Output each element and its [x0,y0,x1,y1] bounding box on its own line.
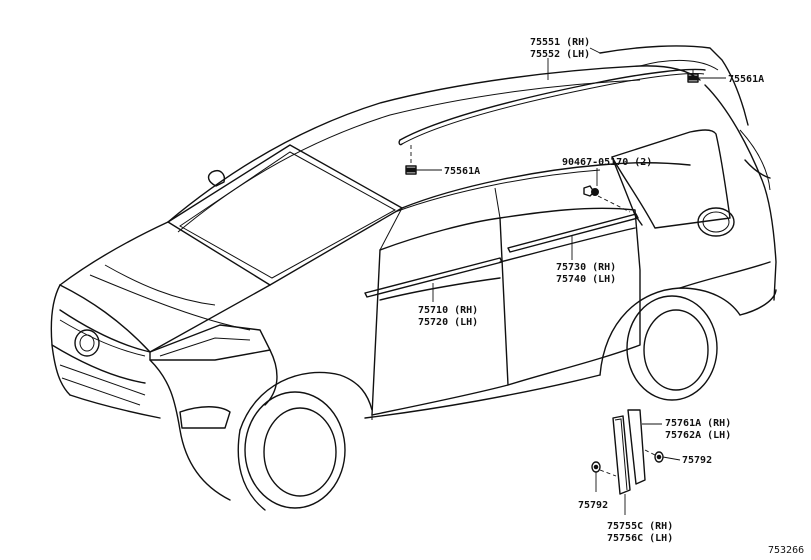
roof-rail-leader-2 [589,47,601,54]
roof-rail-moulding [398,68,706,146]
label-clip-right: 75792 [682,455,712,466]
label-front-moulding-lh: 75720 (LH) [418,317,478,328]
label-front-moulding-rh: 75710 (RH) [418,305,478,316]
roof-clip-rear [687,70,726,83]
label-rear-moulding-lh: 75740 (LH) [556,274,616,285]
rear-door-belt-moulding [507,213,639,260]
garnish-clip-left [591,461,617,492]
vehicle-body-outline [50,45,777,511]
front-door-belt-moulding [364,257,503,302]
garnish-clip-right [644,449,681,463]
label-roof-rail-rh: 75551 (RH) [530,37,590,48]
label-lower-garnish-lh: 75756C (LH) [607,533,673,544]
pillar-garnish [612,409,662,495]
label-roof-rail-lh: 75552 (LH) [530,49,590,60]
label-lower-garnish-rh: 75755C (RH) [607,521,673,532]
label-clip-left: 75792 [578,500,608,511]
label-rear-moulding-rh: 75730 (RH) [556,262,616,273]
diagram-id: 753266 [768,545,804,556]
label-screw: 90467-05170 (2) [562,157,652,168]
roof-clip-front [405,145,442,175]
label-clip-rear: 75561A [728,74,764,85]
label-pillar-garnish-rh: 75761A (RH) [665,418,731,429]
label-clip-front: 75561A [444,166,480,177]
screw-fastener [583,168,631,213]
label-pillar-garnish-lh: 75762A (LH) [665,430,731,441]
